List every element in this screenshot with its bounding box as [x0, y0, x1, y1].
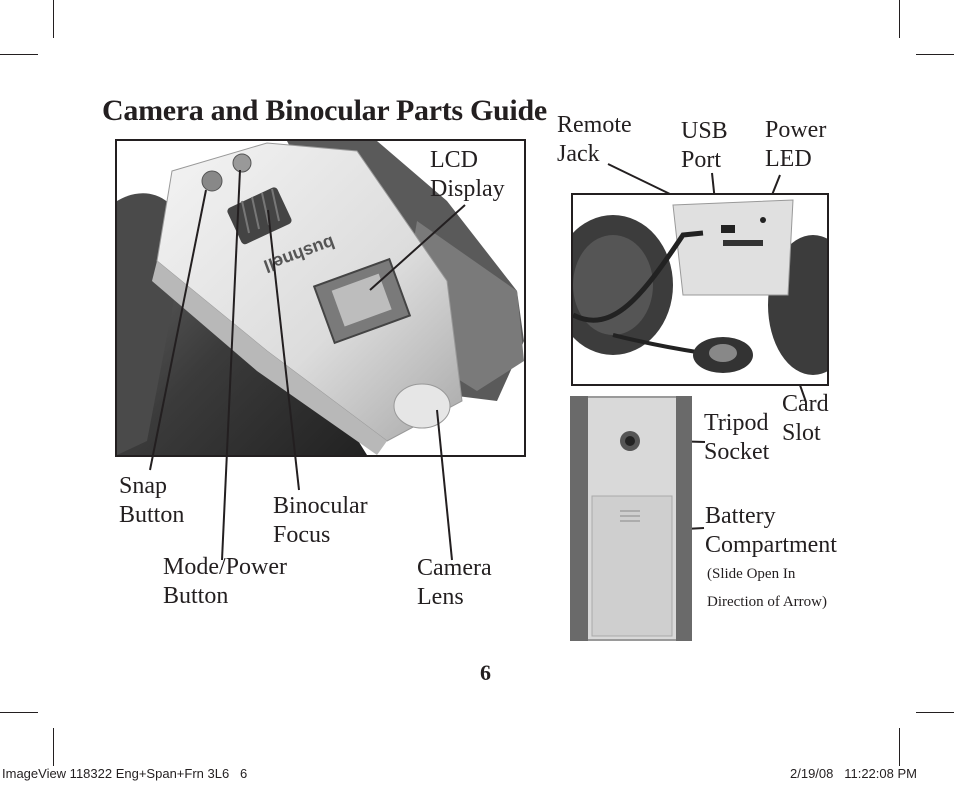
crop-mark-top-right-v	[899, 0, 900, 38]
label-snap-button: Snap Button	[119, 473, 185, 528]
crop-mark-top-left-h	[0, 54, 38, 55]
label-battery-note: (Slide Open In Direction of Arrow)	[707, 566, 827, 610]
crop-mark-bottom-left-h	[0, 712, 38, 713]
label-lcd-display: LCD Display	[430, 147, 505, 202]
label-card-slot: Card Slot	[782, 391, 829, 446]
label-battery-compartment: Battery Compartment	[705, 503, 837, 558]
slug-left: ImageView 118322 Eng+Span+Frn 3L6 6	[2, 766, 248, 781]
page-title: Camera and Binocular Parts Guide	[102, 94, 547, 127]
crop-mark-bottom-right-v	[899, 728, 900, 766]
slug-right: 2/19/08 11:22:08 PM	[790, 766, 917, 781]
label-camera-lens: Camera Lens	[417, 555, 492, 610]
label-usb-port: USB Port	[681, 118, 728, 173]
label-tripod-socket: Tripod Socket	[704, 410, 770, 465]
label-remote-jack: Remote Jack	[557, 112, 632, 167]
crop-mark-bottom-right-h	[916, 712, 954, 713]
crop-mark-bottom-left-v	[53, 728, 54, 766]
crop-mark-top-left-v	[53, 0, 54, 38]
underside-photo	[570, 396, 692, 641]
crop-mark-top-right-h	[916, 54, 954, 55]
label-binocular-focus: Binocular Focus	[273, 493, 368, 548]
label-power-led: Power LED	[765, 117, 827, 172]
binocular-top-photo: bushnell	[115, 139, 526, 457]
label-mode-power-button: Mode/Power Button	[163, 554, 287, 609]
ports-photo	[571, 193, 829, 386]
page-number: 6	[480, 660, 491, 685]
